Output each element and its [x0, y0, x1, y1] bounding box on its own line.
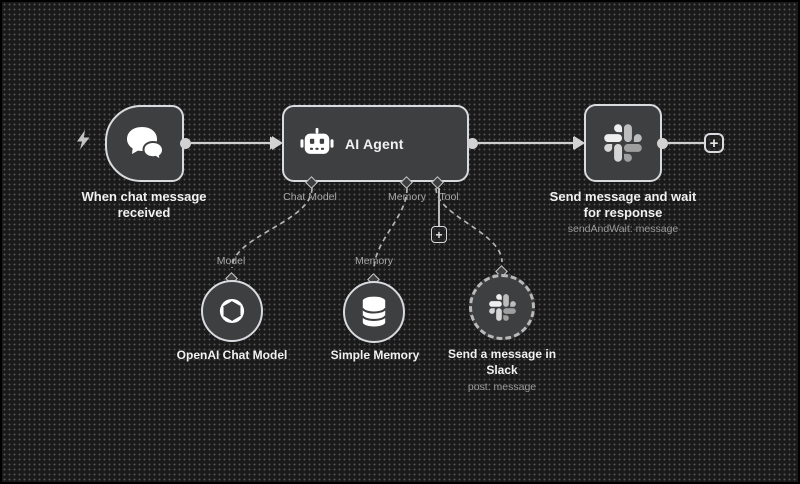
node-slack-tool[interactable] [469, 274, 535, 340]
memory-node-label: Simple Memory [330, 348, 420, 362]
connection-trigger-to-agent[interactable] [191, 136, 282, 150]
database-icon [361, 296, 387, 327]
slack-icon [488, 293, 516, 321]
agent-input-port[interactable] [272, 135, 286, 151]
add-tool-button[interactable]: + [431, 226, 447, 243]
agent-memory-port-label: Memory [388, 191, 426, 203]
slacktool-node-label: Send a message in Slack [447, 347, 557, 377]
slack-icon [604, 124, 642, 162]
connection-agent-to-openai[interactable] [231, 187, 313, 269]
connection-agent-to-slack[interactable] [478, 136, 585, 150]
agent-node-title: AI Agent [345, 135, 404, 152]
node-chat-trigger[interactable] [105, 105, 184, 182]
node-openai-chat-model[interactable] [201, 280, 263, 342]
node-slack-send-wait[interactable] [584, 104, 662, 182]
lightning-icon [77, 130, 90, 150]
node-simple-memory[interactable] [343, 281, 405, 343]
openai-node-label: OpenAI Chat Model [176, 348, 288, 362]
agent-output-port[interactable] [466, 137, 478, 149]
slack-output-port[interactable] [656, 137, 668, 149]
slack-node-label: Send message and wait for response [549, 189, 697, 220]
memory-output-label: Memory [355, 255, 393, 267]
agent-chat-model-port-label: Chat Model [283, 191, 337, 203]
node-ai-agent[interactable]: AI Agent [282, 105, 469, 182]
robot-icon [300, 127, 334, 154]
trigger-node-label: When chat message received [81, 189, 207, 220]
agent-tool-port-label: Tool [439, 191, 459, 203]
chat-bubbles-icon [126, 126, 164, 162]
openai-output-label: Model [216, 255, 246, 267]
slack-node-subtitle: sendAndWait: message [567, 223, 679, 235]
add-node-button[interactable]: + [704, 133, 724, 153]
connection-agent-to-slacktool[interactable] [435, 187, 503, 263]
trigger-output-port[interactable] [179, 137, 191, 149]
slack-input-port[interactable] [574, 135, 588, 151]
openai-icon [220, 298, 244, 324]
slacktool-node-subtitle: post: message [467, 381, 537, 393]
